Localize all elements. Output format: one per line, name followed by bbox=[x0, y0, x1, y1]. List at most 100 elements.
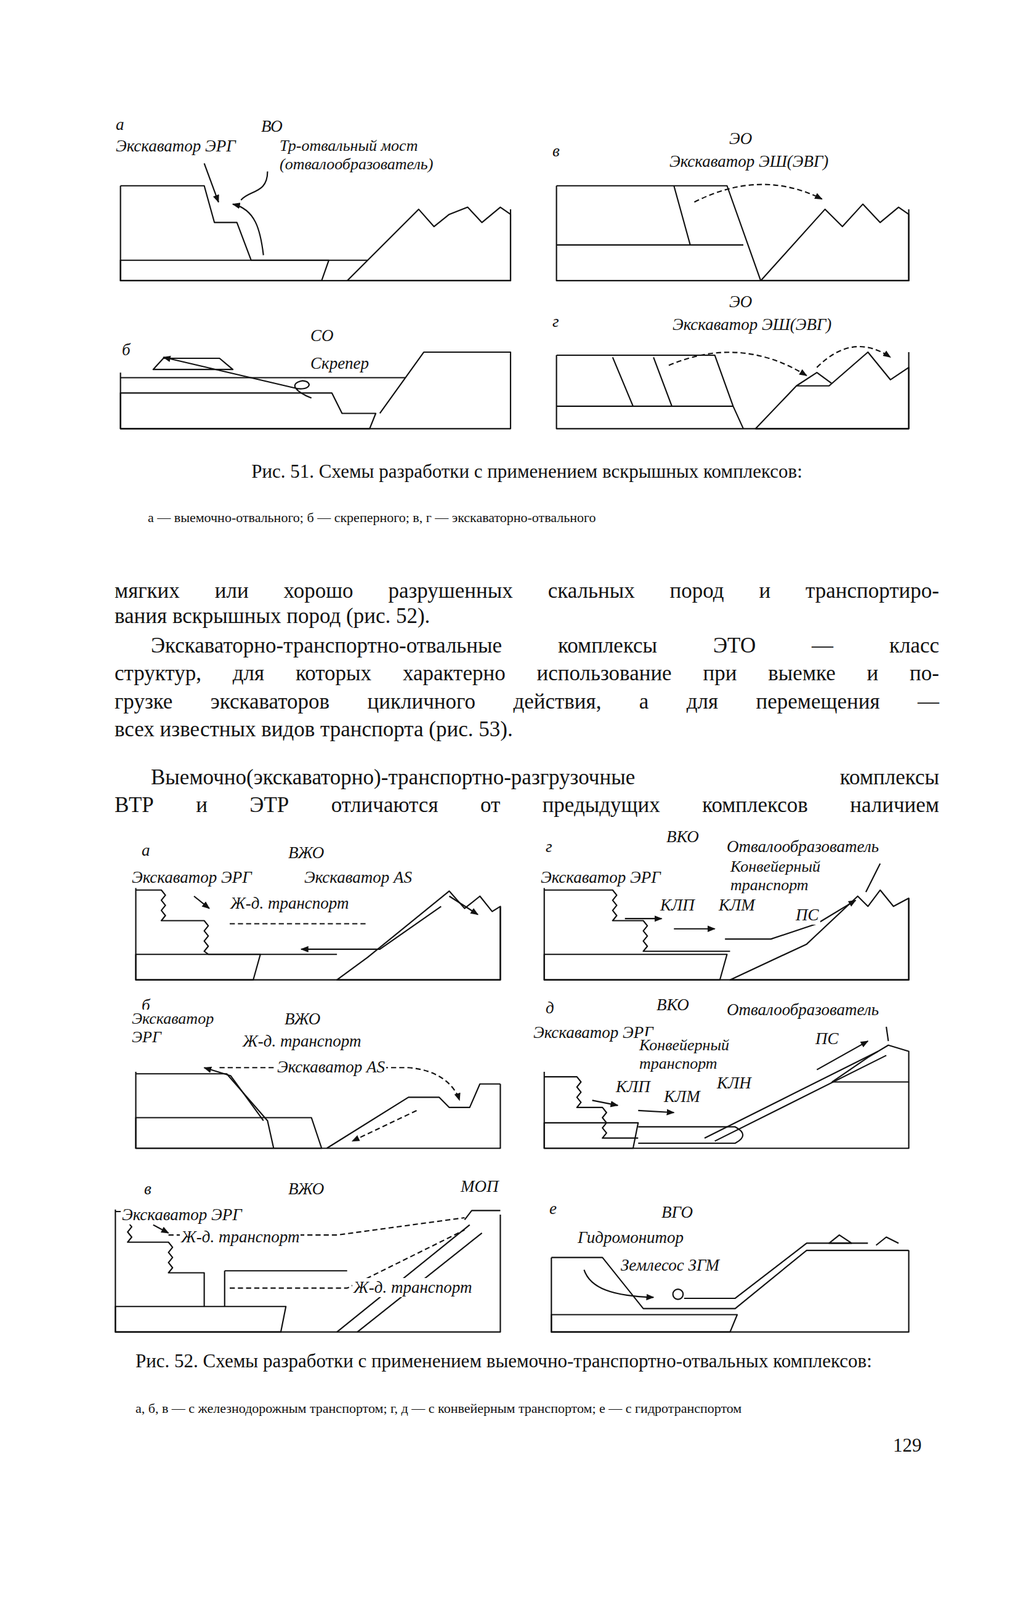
pit-profile bbox=[544, 890, 731, 952]
body-text: ВТР и ЭТР отличаются от предыдущих компл… bbox=[114, 793, 940, 818]
coal-seam bbox=[136, 1118, 323, 1150]
body-text: грузке экскаваторов цикличного действия,… bbox=[114, 689, 940, 715]
diagram-label: Ж-д. транспорт bbox=[229, 894, 350, 914]
coal-seam bbox=[120, 260, 329, 281]
figure-caption: Рис. 52. Схемы разработки с применением … bbox=[135, 1349, 937, 1374]
diagram-label: д bbox=[544, 998, 556, 1018]
diagram-label: ВКО bbox=[665, 827, 701, 847]
flow-arrow bbox=[673, 928, 715, 930]
diagram-label: в bbox=[551, 141, 562, 161]
diagram-label: е bbox=[548, 1199, 558, 1219]
diagram-label: ВЖО bbox=[283, 1009, 322, 1030]
diagram-label: ВКО bbox=[655, 995, 691, 1015]
diagram-label: Гидромонитор bbox=[576, 1228, 685, 1248]
page-number: 129 bbox=[892, 1434, 922, 1458]
diagram-label: а bbox=[140, 841, 152, 861]
pit-profile bbox=[551, 1250, 909, 1310]
figure-caption: Рис. 51. Схемы разработки с применением … bbox=[114, 460, 940, 483]
diagram-label: Экскаватор AS bbox=[275, 1058, 387, 1078]
dump bbox=[760, 204, 909, 281]
diagram-label: Ж-д. транспорт bbox=[352, 1278, 473, 1298]
pit-profile bbox=[556, 355, 744, 429]
coal-seam bbox=[136, 954, 261, 980]
flow-arrow bbox=[449, 896, 478, 916]
body-text: вания вскрышных пород (рис. 52). bbox=[114, 604, 430, 629]
diagram-label: СО bbox=[309, 326, 336, 346]
diagram-label: в bbox=[142, 1179, 153, 1200]
dump bbox=[755, 352, 909, 429]
bridge-line bbox=[240, 171, 268, 201]
pit-profile bbox=[136, 1074, 275, 1149]
diagram-label: ЭО bbox=[727, 129, 754, 149]
section-outline bbox=[120, 185, 511, 281]
diagram-label: б bbox=[120, 340, 132, 360]
flow-arrow bbox=[694, 184, 822, 203]
cut-lines bbox=[556, 185, 744, 246]
coal-seam bbox=[544, 1123, 639, 1149]
coal-seam bbox=[120, 392, 377, 429]
section-outline bbox=[544, 888, 909, 980]
flow-arrow bbox=[204, 1067, 264, 1121]
diagram-label: Экскаватор ЭШ(ЭВГ) bbox=[671, 315, 833, 335]
dredge-pump bbox=[673, 1289, 684, 1301]
diagram-label: Экскаватор ЭРГ bbox=[120, 1205, 244, 1225]
diagram-label: КЛМ bbox=[717, 896, 757, 916]
surface-line bbox=[120, 376, 406, 379]
diagram-label: ВЖО bbox=[286, 843, 326, 863]
diagram-label: Тр-отвальный мост (отвалообразователь) bbox=[278, 136, 460, 174]
section-outline bbox=[120, 352, 511, 429]
diagram-label: Экскаватор ЭРГ bbox=[539, 868, 663, 888]
dump bbox=[336, 891, 501, 980]
diagram-label: г bbox=[551, 312, 561, 332]
diagram-label: КЛП bbox=[614, 1077, 652, 1097]
body-text: всех известных видов транспорта (рис. 53… bbox=[114, 717, 514, 743]
pit-profile bbox=[556, 185, 762, 281]
rail-line bbox=[229, 923, 368, 925]
diagram-label: Отвалообразователь bbox=[725, 837, 881, 857]
dump bbox=[832, 1045, 909, 1083]
flow-arrow bbox=[153, 1225, 169, 1234]
dump bbox=[828, 1235, 899, 1246]
flow-arrow bbox=[668, 352, 807, 376]
leader-line bbox=[865, 864, 881, 893]
diagram-label: ПС bbox=[814, 1029, 841, 1049]
diagram-label: Землесос ЗГМ bbox=[619, 1256, 721, 1276]
diagram-label: КЛП bbox=[658, 896, 696, 916]
diagram-label: Ж-д. транспорт bbox=[179, 1228, 301, 1248]
leader-arrow bbox=[204, 163, 219, 202]
body-text: Экскаваторно-транспортно-отвальные компл… bbox=[150, 633, 940, 659]
diagram-label: Отвалообразователь bbox=[725, 1000, 881, 1020]
section-outline bbox=[544, 1072, 909, 1149]
diagram-label: Экскаватор ЭРГ bbox=[130, 1009, 232, 1047]
diagram-label: Экскаватор ЭШ(ЭВГ) bbox=[668, 152, 830, 172]
diagram-label: ВГО bbox=[660, 1203, 695, 1223]
section-outline bbox=[551, 1250, 909, 1333]
caption-legend: а, б, в — с железнодорожным транспортом;… bbox=[135, 1401, 937, 1418]
section-outline bbox=[136, 888, 501, 980]
diagram-label: Ж-д. транспорт bbox=[241, 1032, 363, 1052]
diagram-label: ПС bbox=[794, 905, 821, 926]
dump bbox=[729, 890, 909, 981]
diagram-label: г bbox=[544, 837, 554, 857]
coal-seam bbox=[544, 954, 728, 980]
section-outline bbox=[136, 1072, 501, 1149]
diagram-label: Экскаватор ЭРГ bbox=[532, 1023, 655, 1043]
dump-profile bbox=[327, 1084, 501, 1149]
diagram-label: Экскаватор ЭРГ bbox=[130, 868, 254, 888]
flow-arrow bbox=[816, 346, 890, 368]
flow-arrow bbox=[625, 918, 663, 920]
ramp-lines bbox=[336, 1225, 482, 1333]
caption-legend: а — выемочно-отвального; б — скреперного… bbox=[147, 509, 949, 526]
section-outline bbox=[115, 1210, 501, 1333]
diagram-label: ЭО bbox=[727, 292, 754, 312]
body-text: структур, для которых характерно использ… bbox=[114, 661, 940, 687]
leader-line bbox=[886, 1027, 889, 1042]
flow-arrow bbox=[232, 204, 264, 256]
diagram-label: Экскаватор AS bbox=[302, 868, 414, 888]
body-text: Выемочно(экскаваторно)-транспортно-разгр… bbox=[150, 765, 940, 791]
flow-arrow bbox=[352, 1110, 417, 1142]
body-text: мягких или хорошо разрушенных скальных п… bbox=[114, 578, 940, 604]
scraper-path bbox=[163, 357, 312, 398]
dump bbox=[347, 207, 511, 281]
